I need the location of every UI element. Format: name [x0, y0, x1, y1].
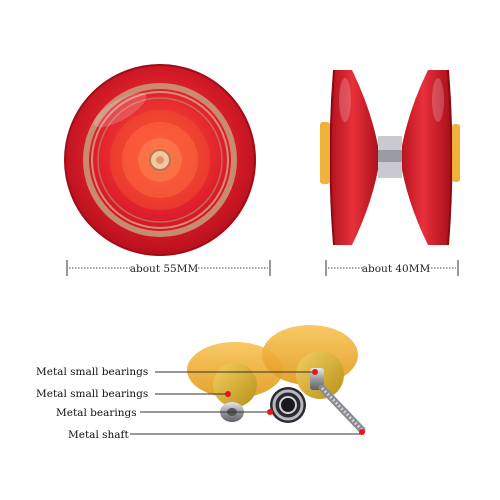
exploded-parts — [187, 325, 366, 434]
pointer-dot-2 — [225, 391, 231, 397]
front-width-label: about 55MM — [130, 263, 199, 275]
metal-shaft — [310, 368, 366, 434]
label-metal-small-bearings-1: Metal small bearings — [36, 366, 148, 378]
pointer-dot-1 — [312, 369, 318, 375]
label-metal-bearings: Metal bearings — [56, 407, 137, 419]
pointer-dot-4 — [359, 429, 365, 435]
front-dimension: about 55MM — [66, 260, 271, 276]
yoyo-front-view — [64, 64, 256, 256]
ball-bearing — [270, 387, 306, 423]
label-metal-small-bearings-2: Metal small bearings — [36, 388, 148, 400]
side-dimension: about 40MM — [325, 260, 459, 276]
side-width-label: about 40MM — [362, 263, 431, 275]
copper-rim-ring — [83, 83, 237, 237]
part-labels: Metal small bearings Metal small bearing… — [36, 366, 365, 441]
yoyo-side-view — [320, 69, 460, 246]
pointer-dot-3 — [267, 409, 273, 415]
label-metal-shaft: Metal shaft — [68, 429, 129, 441]
